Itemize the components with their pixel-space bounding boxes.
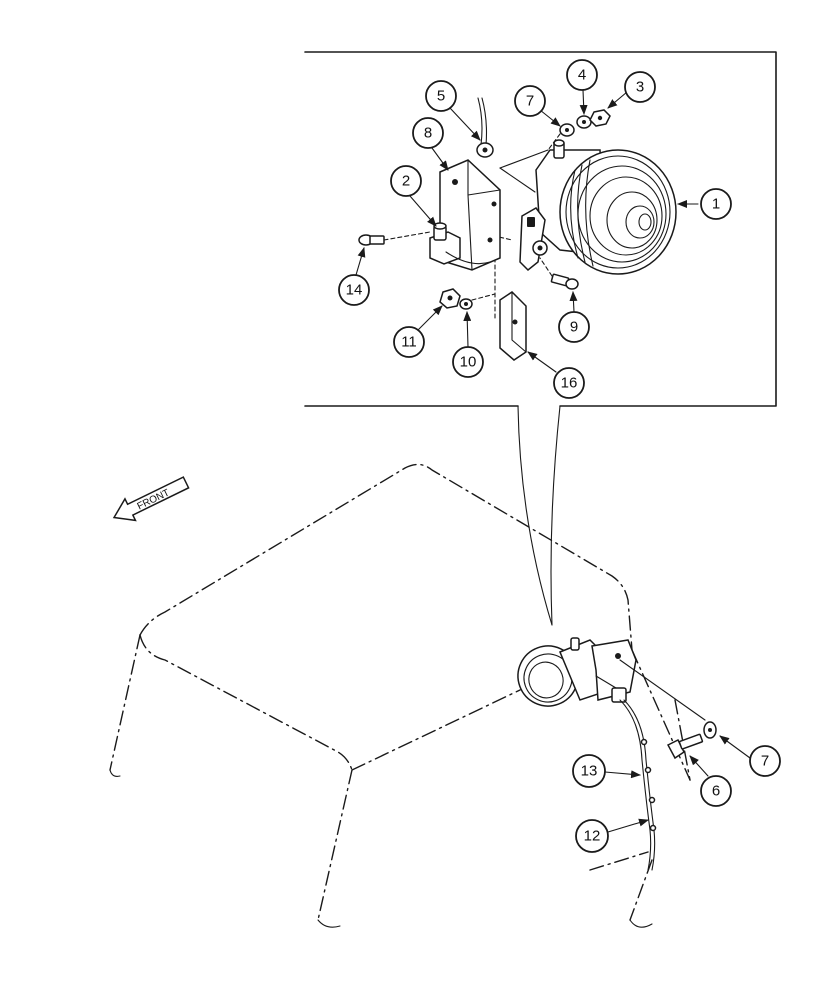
callout-7-upper-label: 7 [526, 93, 534, 110]
callout-10: 10 [452, 311, 484, 378]
callout-5: 5 [425, 80, 481, 141]
callout-3: 3 [607, 71, 656, 109]
hardware-upper [547, 109, 611, 151]
callout-3-label: 3 [636, 79, 644, 96]
callout-10-label: 10 [460, 354, 477, 371]
callout-6-label: 6 [712, 783, 720, 800]
callout-13: 13 [572, 754, 641, 788]
detail-inset [304, 51, 777, 626]
hardware-lower [439, 288, 496, 310]
callout-9-label: 9 [570, 319, 578, 336]
callout-9: 9 [558, 291, 590, 343]
callout-5-label: 5 [437, 88, 445, 105]
callout-1-label: 1 [712, 196, 720, 213]
cab-roof [109, 463, 691, 928]
callout-8: 8 [412, 117, 449, 171]
callout-14-label: 14 [346, 282, 363, 299]
callout-2: 2 [390, 165, 437, 227]
callout-7-lower-label: 7 [761, 753, 769, 770]
callout-11: 11 [393, 305, 443, 358]
wire-terminal [476, 97, 494, 158]
washer-7-lower [703, 721, 717, 739]
horn [519, 139, 677, 275]
callout-1: 1 [677, 188, 732, 220]
wire-harness [619, 699, 657, 871]
clip-16 [499, 291, 527, 361]
callout-11-label: 11 [401, 334, 417, 351]
screw-9 [539, 257, 579, 290]
callout-4-label: 4 [578, 67, 586, 84]
callout-12: 12 [575, 818, 649, 853]
callout-7-lower: 7 [719, 735, 781, 777]
callout-14: 14 [338, 247, 370, 306]
horn-installed [517, 637, 706, 721]
callout-4: 4 [566, 59, 598, 115]
callout-13-label: 13 [581, 763, 598, 780]
callout-7-upper: 7 [514, 85, 561, 127]
callout-6: 6 [689, 755, 732, 807]
callout-16-label: 16 [561, 375, 578, 392]
bolt-6 [666, 733, 704, 760]
screw-14 [358, 231, 431, 246]
callout-2-label: 2 [402, 173, 410, 190]
callout-16: 16 [527, 351, 585, 399]
front-arrow: FRONT [112, 476, 190, 522]
callout-12-label: 12 [584, 828, 601, 845]
callout-8-label: 8 [424, 125, 432, 142]
